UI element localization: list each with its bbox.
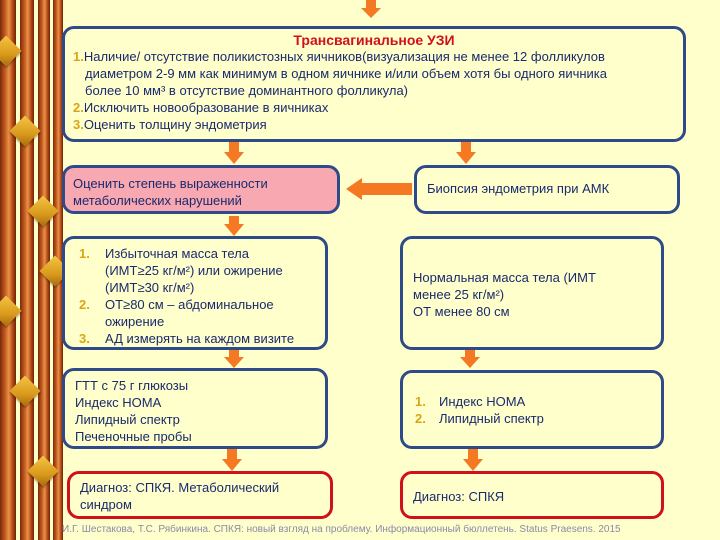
assess-line-2: метаболических нарушений bbox=[73, 193, 242, 208]
item-text: Наличие/ отсутствие поликистозных яичник… bbox=[83, 49, 605, 64]
item-text: Исключить новообразование в яичниках bbox=[83, 100, 329, 115]
ultrasound-item-3: 3.Оценить толщину эндометрия bbox=[73, 116, 675, 133]
item-number: 2. bbox=[73, 100, 84, 115]
ultrasound-list: 1.Наличие/ отсутствие поликистозных яичн… bbox=[73, 48, 675, 133]
criteria-2-line-1: ОТ≥80 см – абдоминальное bbox=[105, 297, 274, 312]
assess-metabolic-box: Оценить степень выраженности метаболичес… bbox=[62, 165, 340, 214]
test-line-2: Индекс HOMA bbox=[75, 395, 162, 410]
normal-weight-criteria-box: Нормальная масса тела (ИМТ менее 25 кг/м… bbox=[400, 236, 664, 350]
excess-weight-criteria-box: 1. Избыточная масса тела (ИМТ≥25 кг/м²) … bbox=[62, 236, 328, 350]
item-number: 1. bbox=[79, 246, 90, 261]
biopsy-box: Биопсия эндометрия при АМК bbox=[414, 165, 680, 214]
criteria-list: 1. Избыточная масса тела (ИМТ≥25 кг/м²) … bbox=[75, 245, 321, 347]
arrow-left-tests-to-diag bbox=[222, 449, 242, 471]
item-number: 3. bbox=[73, 117, 84, 132]
diagnosis-left-line-2: синдром bbox=[80, 497, 132, 512]
arrow-top-to-assess bbox=[224, 142, 244, 164]
ultrasound-item-1-cont2: более 10 мм³ в отсутствие доминантного ф… bbox=[73, 82, 675, 99]
citation-footer: И.Г. Шестакова, Т.С. Рябинкина. СПКЯ: но… bbox=[62, 524, 621, 535]
diagnosis-metabolic-box: Диагноз: СПКЯ. Метаболический синдром bbox=[67, 471, 333, 519]
assess-line-1: Оценить степень выраженности bbox=[73, 176, 268, 191]
metabolic-tests-box: ГТТ с 75 г глюкозы Индекс HOMA Липидный … bbox=[62, 368, 328, 449]
basic-test-text: Индекс HOMA bbox=[439, 394, 526, 409]
item-number: 1. bbox=[73, 49, 84, 64]
basic-test-2: 2. Липидный спектр bbox=[413, 410, 661, 427]
arrow-left-criteria-to-tests bbox=[224, 350, 244, 368]
basic-tests-box: 1. Индекс HOMA 2. Липидный спектр bbox=[400, 370, 664, 449]
arrow-biopsy-to-assess bbox=[346, 178, 412, 200]
ultrasound-item-1: 1.Наличие/ отсутствие поликистозных яичн… bbox=[73, 48, 675, 65]
diagnosis-left-line-1: Диагноз: СПКЯ. Метаболический bbox=[80, 480, 280, 495]
criteria-1-line-1: Избыточная масса тела bbox=[105, 246, 249, 261]
item-text: диаметром 2-9 мм как минимум в одном яич… bbox=[85, 66, 607, 81]
criteria-1-line-3: (ИМТ≥30 кг/м²) bbox=[105, 280, 195, 295]
biopsy-text: Биопсия эндометрия при АМК bbox=[427, 181, 610, 196]
diagnosis-right-text: Диагноз: СПКЯ bbox=[413, 489, 505, 504]
arrow-top-in bbox=[361, 0, 381, 20]
diagnosis-pcos-box: Диагноз: СПКЯ bbox=[400, 471, 664, 519]
ultrasound-box: Трансвагинальное УЗИ 1.Наличие/ отсутств… bbox=[62, 26, 686, 142]
ultrasound-item-1-cont: диаметром 2-9 мм как минимум в одном яич… bbox=[73, 65, 675, 82]
arrow-assess-to-criteria bbox=[224, 216, 244, 236]
item-number: 1. bbox=[415, 394, 426, 409]
normal-line-1: Нормальная масса тела (ИМТ bbox=[413, 270, 596, 285]
ultrasound-title: Трансвагинальное УЗИ bbox=[293, 32, 455, 48]
normal-line-3: ОТ менее 80 см bbox=[413, 304, 510, 319]
test-line-3: Липидный спектр bbox=[75, 412, 180, 427]
criteria-item-3: 3. АД измерять на каждом визите bbox=[75, 330, 321, 347]
criteria-3-line-1: АД измерять на каждом визите bbox=[105, 331, 295, 346]
item-number: 3. bbox=[79, 331, 90, 346]
decor-stripe-2 bbox=[20, 0, 34, 540]
normal-line-2: менее 25 кг/м²) bbox=[413, 287, 505, 302]
item-number: 2. bbox=[415, 411, 426, 426]
criteria-item-1: 1. Избыточная масса тела (ИМТ≥25 кг/м²) … bbox=[75, 245, 321, 296]
arrow-right-criteria-to-tests bbox=[460, 350, 480, 368]
item-text: Оценить толщину эндометрия bbox=[83, 117, 267, 132]
arrow-top-to-biopsy bbox=[456, 142, 476, 164]
decor-stripe-1 bbox=[0, 0, 16, 540]
criteria-item-2: 2. ОТ≥80 см – абдоминальное ожирение bbox=[75, 296, 321, 330]
arrow-right-tests-to-diag bbox=[463, 449, 483, 471]
criteria-2-line-2: ожирение bbox=[105, 314, 165, 329]
criteria-1-line-2: (ИМТ≥25 кг/м²) или ожирение bbox=[105, 263, 283, 278]
item-text: более 10 мм³ в отсутствие доминантного ф… bbox=[85, 83, 409, 98]
ultrasound-item-2: 2.Исключить новообразование в яичниках bbox=[73, 99, 675, 116]
test-line-1: ГТТ с 75 г глюкозы bbox=[75, 378, 189, 393]
basic-tests-list: 1. Индекс HOMA 2. Липидный спектр bbox=[413, 393, 661, 427]
basic-test-1: 1. Индекс HOMA bbox=[413, 393, 661, 410]
basic-test-text: Липидный спектр bbox=[439, 411, 544, 426]
test-line-4: Печеночные пробы bbox=[75, 429, 192, 444]
item-number: 2. bbox=[79, 297, 90, 312]
